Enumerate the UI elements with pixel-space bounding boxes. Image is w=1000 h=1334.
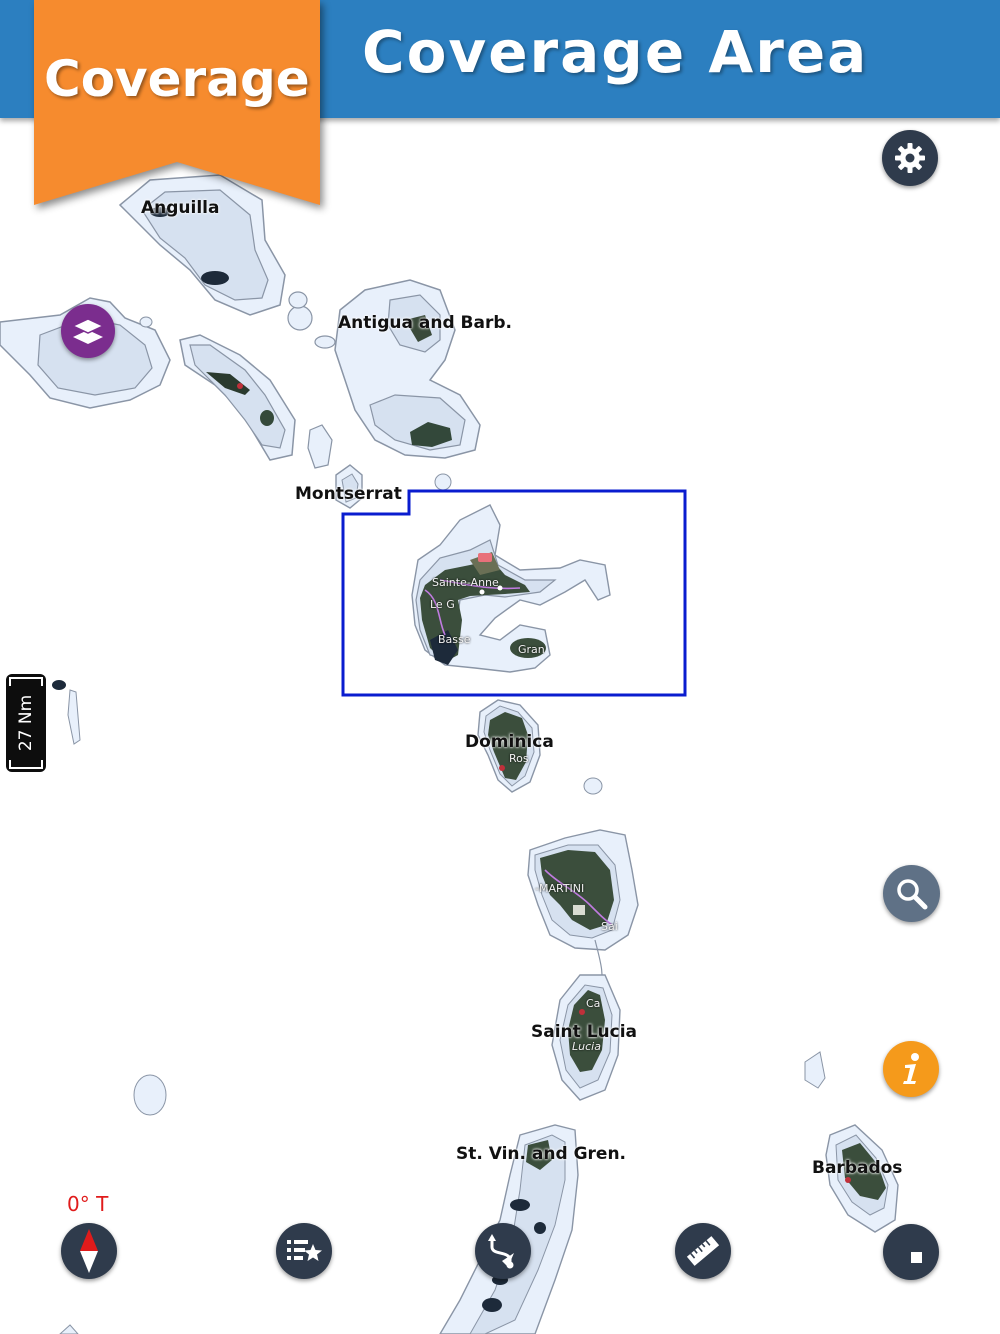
info-button[interactable] [883, 1041, 939, 1097]
town-grand-bourg: Gran [518, 643, 545, 656]
town-castries: Ca [586, 997, 601, 1010]
label-antigua-and-barbuda: Antigua and Barb. [338, 313, 512, 333]
st-kitts-nevis [179, 334, 333, 469]
scale-bar-brackets [9, 677, 43, 769]
antigua-barbuda-bank [287, 279, 481, 459]
heading-readout: 0° T [67, 1192, 109, 1216]
settings-button[interactable] [882, 130, 938, 186]
guadeloupe-island [411, 504, 611, 673]
town-saint-lucia: Lucia [572, 1040, 601, 1053]
town-sainte-anne: Sainte-Anne [432, 576, 499, 589]
anguilla-bank [118, 174, 286, 316]
montserrat-bank [335, 464, 452, 509]
town-basse-terre: Basse [438, 633, 471, 646]
coverage-ribbon [34, 0, 320, 205]
gear-icon [895, 143, 925, 173]
town-roseau: Ros [509, 752, 529, 765]
saint-lucia-island [551, 974, 621, 1101]
label-anguilla: Anguilla [141, 198, 220, 218]
compass-icon [80, 1229, 98, 1273]
measure-button[interactable] [675, 1223, 731, 1279]
martinique-island [527, 829, 639, 991]
label-barbados: Barbados [812, 1158, 903, 1178]
favorites-button[interactable] [276, 1223, 332, 1279]
label-saint-lucia: Saint Lucia [531, 1022, 638, 1042]
layers-icon [71, 318, 105, 344]
stop-icon [911, 1252, 922, 1263]
ribbon-label: Coverage [44, 50, 310, 108]
label-dominica: Dominica [465, 732, 554, 752]
compass-button[interactable] [61, 1223, 117, 1279]
label-montserrat: Montserrat [295, 484, 402, 504]
stop-button[interactable] [883, 1224, 939, 1280]
scale-bar-label: 27 Nm [16, 694, 36, 752]
dominica-island [477, 699, 603, 795]
town-le-gosier: Le G [430, 598, 455, 611]
barbados-island [825, 1124, 899, 1233]
coverage-area-box[interactable] [341, 489, 687, 697]
route-button[interactable] [475, 1223, 531, 1279]
town-martinique: -MARTINI [535, 882, 585, 895]
info-icon [903, 1053, 919, 1084]
favorites-list-icon [287, 1240, 322, 1261]
search-icon [896, 878, 927, 909]
ruler-icon [686, 1236, 720, 1266]
page-title: Coverage Area [362, 18, 869, 86]
layers-button[interactable] [61, 304, 115, 358]
route-icon [488, 1234, 514, 1269]
search-button[interactable] [883, 865, 940, 922]
label-st-vincent-grenadines: St. Vin. and Gren. [456, 1144, 626, 1164]
scale-bar [6, 674, 46, 772]
town-sainte-marie: Sai [601, 920, 618, 933]
minor-islets [52, 680, 826, 1334]
